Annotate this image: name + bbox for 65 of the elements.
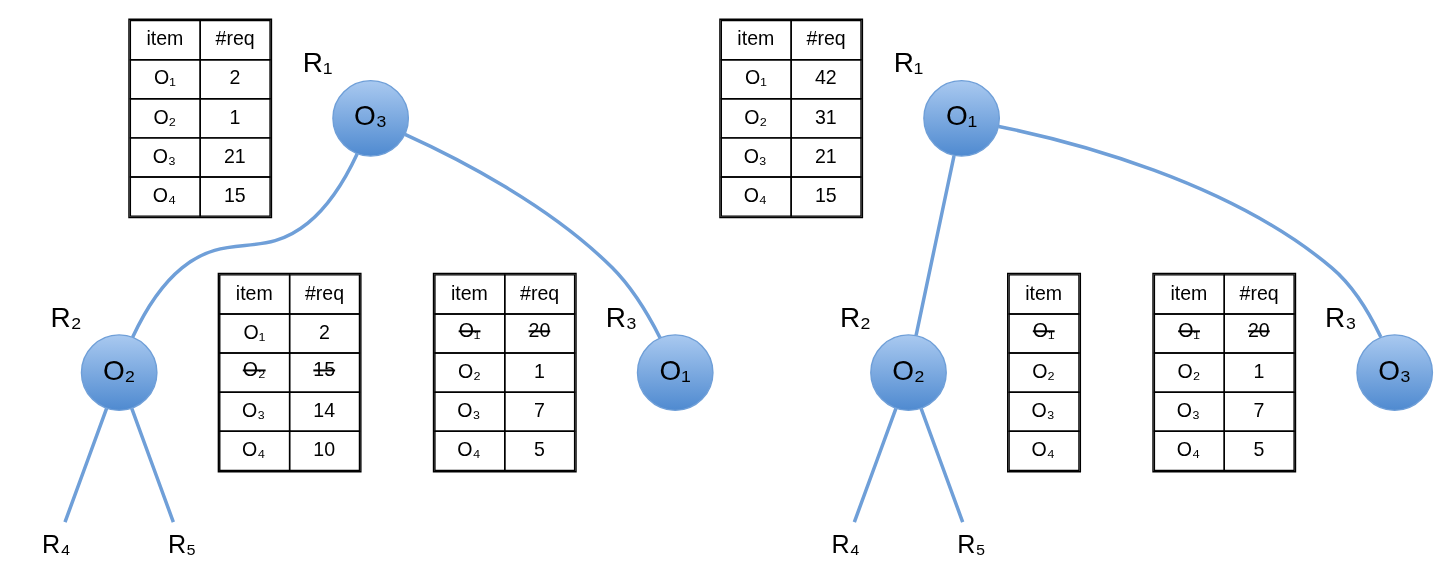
label: item bbox=[1024, 281, 1062, 304]
label: 1 bbox=[533, 359, 545, 382]
label: O₂ bbox=[1176, 359, 1200, 382]
label: #req bbox=[806, 27, 846, 50]
label: O₁ bbox=[1032, 319, 1055, 342]
label: O₂ bbox=[1031, 359, 1055, 382]
label: O₄ bbox=[1030, 438, 1055, 461]
label: O₂ bbox=[743, 105, 767, 128]
label: O₄ bbox=[152, 183, 176, 206]
node-label: R₂ bbox=[50, 301, 82, 333]
label: item bbox=[736, 27, 774, 50]
label: O₁ bbox=[458, 319, 480, 342]
label: O₂ bbox=[242, 358, 266, 381]
label: O₃ bbox=[1176, 398, 1200, 421]
label: O₄ bbox=[1176, 438, 1200, 461]
label: item bbox=[450, 281, 488, 304]
node-label: R₂ bbox=[839, 301, 871, 333]
label: O₃ bbox=[152, 144, 176, 167]
label: O₄ bbox=[743, 183, 767, 206]
label: O₄ bbox=[456, 438, 480, 461]
label: 42 bbox=[814, 66, 837, 89]
node-label: R₃ bbox=[605, 301, 637, 333]
node-label: R₁ bbox=[302, 47, 332, 79]
label: O₃ bbox=[456, 398, 480, 421]
label: 31 bbox=[814, 105, 837, 128]
label: 5 bbox=[1253, 438, 1264, 461]
label: #req bbox=[1239, 281, 1279, 304]
label: 1 bbox=[229, 105, 240, 128]
label: 1 bbox=[1253, 359, 1264, 382]
label: item bbox=[235, 281, 273, 304]
label: O₁ bbox=[744, 66, 767, 89]
label: 20 bbox=[1247, 319, 1270, 342]
label: 7 bbox=[1253, 398, 1264, 421]
label: item bbox=[1169, 281, 1207, 304]
label: 15 bbox=[312, 358, 335, 381]
label: 21 bbox=[814, 144, 837, 167]
label: O₁ bbox=[243, 320, 265, 343]
label: #req bbox=[519, 281, 559, 304]
node-text: R₄ bbox=[830, 530, 860, 559]
label: 2 bbox=[318, 320, 330, 343]
label: O₃ bbox=[241, 398, 265, 421]
node-label: R₁ bbox=[893, 47, 923, 79]
label: 7 bbox=[533, 398, 545, 421]
label: item bbox=[145, 27, 183, 50]
label: 21 bbox=[223, 144, 246, 167]
label: 10 bbox=[312, 438, 335, 461]
node-text: R₄ bbox=[41, 530, 71, 559]
node-text: R₅ bbox=[167, 530, 196, 559]
label: 14 bbox=[312, 398, 335, 421]
label: O₃ bbox=[743, 144, 767, 167]
node-label: R₃ bbox=[1324, 301, 1357, 333]
label: O₁ bbox=[153, 66, 176, 89]
label: O₃ bbox=[1030, 398, 1055, 421]
label: 20 bbox=[528, 319, 550, 342]
label: O₁ bbox=[1177, 319, 1200, 342]
label: O₂ bbox=[457, 359, 481, 382]
label: 15 bbox=[223, 183, 246, 206]
label: O₄ bbox=[241, 438, 265, 461]
label: 5 bbox=[533, 438, 545, 461]
label: #req bbox=[215, 27, 255, 50]
node-text: R₅ bbox=[956, 530, 986, 559]
label: O₂ bbox=[152, 105, 176, 128]
label: 2 bbox=[229, 66, 240, 89]
label: 15 bbox=[814, 183, 837, 206]
label: #req bbox=[304, 281, 344, 304]
